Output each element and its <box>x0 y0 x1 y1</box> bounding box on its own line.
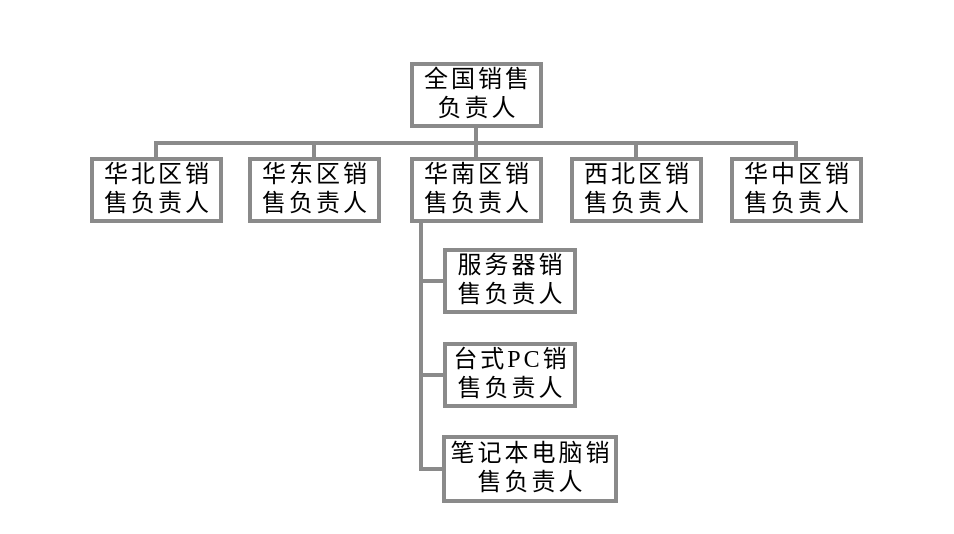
org-node-label-line2: 售负责人 <box>584 191 692 217</box>
org-node-desktop-pc-sales: 台式PC销 售负责人 <box>443 342 577 408</box>
org-node-south-region: 华南区销 售负责人 <box>410 157 543 223</box>
org-node-label-line2: 售负责人 <box>104 191 212 217</box>
org-node-label-line2: 售负责人 <box>424 191 532 217</box>
org-node-label-line1: 全国销售 <box>424 67 532 93</box>
org-node-label-line1: 服务器销 <box>457 253 566 279</box>
org-node-national-sales: 全国销售 负责人 <box>410 62 543 128</box>
org-node-label-line1: 西北区销 <box>584 162 692 188</box>
org-node-label-line1: 华北区销 <box>104 162 212 188</box>
connector-drop-central <box>794 141 798 158</box>
connector-branch-desktop-pc <box>423 373 445 377</box>
connector-branch-laptop <box>423 467 445 471</box>
org-node-east-region: 华东区销 售负责人 <box>248 157 381 223</box>
org-node-label-line2: 售负责人 <box>744 191 852 217</box>
connector-drop-south <box>474 141 478 158</box>
connector-drop-north <box>154 141 158 158</box>
connector-south-hang-rail <box>419 223 423 471</box>
org-node-label-line2: 负责人 <box>437 96 519 122</box>
org-node-label-line2: 售负责人 <box>457 376 566 402</box>
org-node-label-line2: 售负责人 <box>477 470 586 496</box>
org-node-label-line2: 售负责人 <box>457 282 566 308</box>
connector-drop-east <box>312 141 316 158</box>
connector-branch-server <box>423 279 445 283</box>
org-node-label-line1: 华南区销 <box>424 162 532 188</box>
org-node-label-line1: 华东区销 <box>262 162 370 188</box>
org-node-label-line1: 华中区销 <box>744 162 852 188</box>
org-node-laptop-sales: 笔记本电脑销 售负责人 <box>442 435 618 503</box>
org-node-northwest-region: 西北区销 售负责人 <box>570 157 703 223</box>
org-node-server-sales: 服务器销 售负责人 <box>443 248 577 314</box>
org-node-label-line1: 笔记本电脑销 <box>450 441 613 467</box>
connector-drop-northwest <box>634 141 638 158</box>
org-node-north-region: 华北区销 售负责人 <box>90 157 223 223</box>
org-node-label-line1: 台式PC销 <box>453 347 570 373</box>
org-node-central-region: 华中区销 售负责人 <box>730 157 863 223</box>
connector-root-stub <box>474 126 478 143</box>
org-node-label-line2: 售负责人 <box>262 191 370 217</box>
